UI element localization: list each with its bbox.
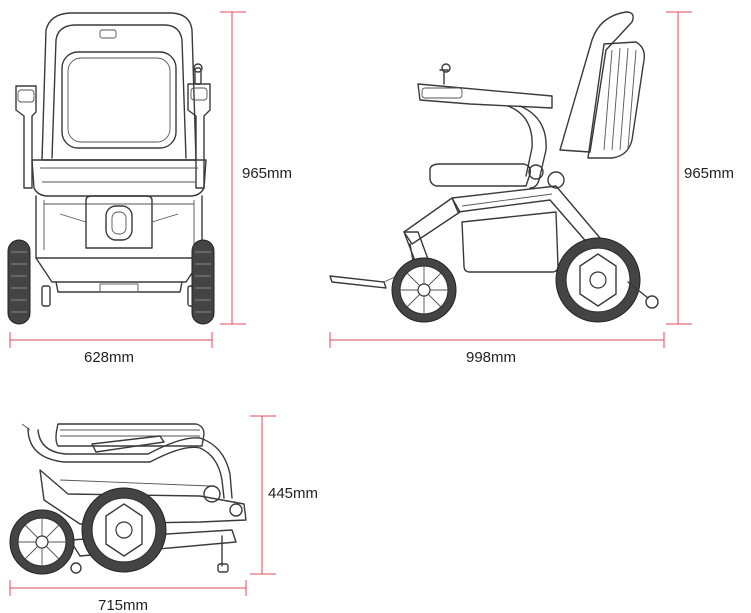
side-dimensions: 965mm 998mm: [329, 11, 734, 366]
folded-view: [9, 423, 247, 575]
front-height-label: 965mm: [242, 165, 292, 182]
folded-length-label: 715mm: [98, 597, 148, 613]
folded-height-label: 445mm: [268, 485, 318, 502]
front-view: [7, 12, 215, 325]
folded-dimensions: 445mm 715mm: [9, 415, 318, 613]
side-length-label: 998mm: [466, 349, 516, 366]
front-width-label: 628mm: [84, 349, 134, 366]
front-dimensions: 965mm 628mm: [9, 11, 292, 366]
side-view: [329, 11, 659, 323]
side-height-label: 965mm: [684, 165, 734, 182]
